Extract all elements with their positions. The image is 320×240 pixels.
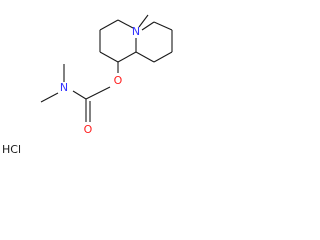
molecule-structure: N O N O HCl [2, 14, 173, 156]
bond [153, 21, 173, 31]
bond [117, 19, 134, 29]
bond [99, 19, 119, 31]
bond [117, 51, 137, 63]
amide-nitrogen-label: N [60, 81, 68, 94]
bond [138, 14, 149, 28]
hydrochloride-label: HCl [2, 143, 21, 156]
bond [40, 92, 59, 103]
bond [99, 51, 119, 63]
bond [135, 51, 155, 63]
ester-oxygen-label: O [114, 74, 123, 87]
bond [72, 90, 87, 100]
carbonyl-oxygen-label: O [84, 123, 93, 136]
bond [153, 51, 173, 63]
bond [141, 21, 155, 31]
ring-nitrogen-label: N [132, 25, 140, 38]
bond [85, 86, 111, 100]
